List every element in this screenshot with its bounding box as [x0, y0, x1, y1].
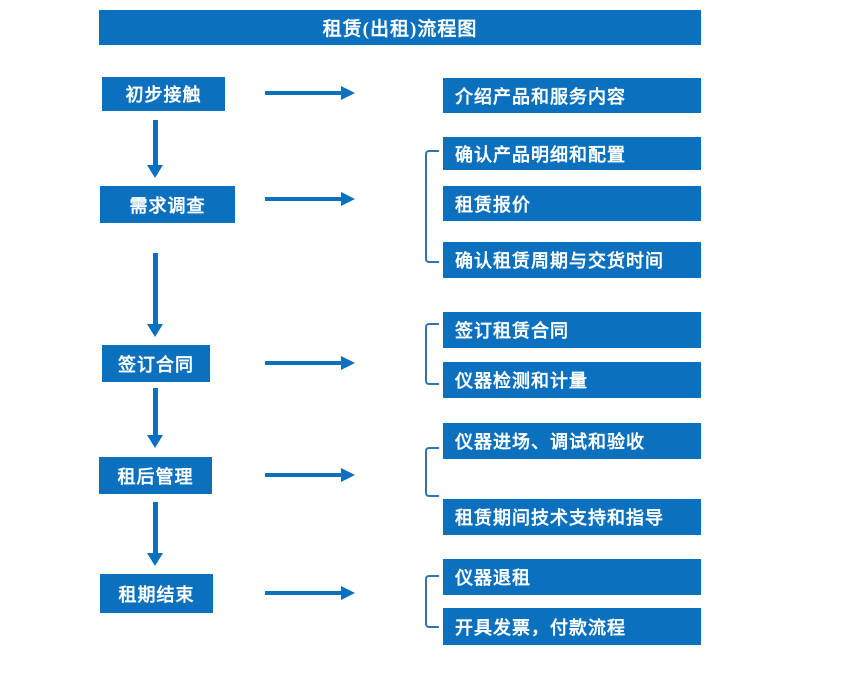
detail-box-step4-1: 仪器进场、调试和验收: [443, 423, 701, 459]
flow-arrow-right-4-icon: [265, 468, 355, 482]
detail-box-step2-1: 确认产品明细和配置: [443, 137, 701, 170]
detail-box-step5-1: 仪器退租: [443, 559, 701, 595]
detail-box-step1-1: 介绍产品和服务内容: [443, 78, 701, 113]
flow-arrow-right-1-icon: [265, 86, 355, 100]
detail-box-step4-2: 租赁期间技术支持和指导: [443, 499, 701, 535]
step-box-1: 初步接触: [102, 77, 225, 111]
group-bracket-step5-icon: [425, 575, 439, 628]
detail-box-step2-3: 确认租赁周期与交货时间: [443, 242, 701, 278]
detail-box-step3-1: 签订租赁合同: [443, 312, 701, 348]
flowchart-title: 租赁(出租)流程图: [99, 10, 701, 45]
flow-arrow-down-1-icon: [147, 120, 163, 178]
flow-arrow-down-3-icon: [147, 388, 163, 448]
flow-arrow-right-2-icon: [265, 192, 355, 206]
group-bracket-step4-icon: [425, 447, 439, 497]
flow-arrow-right-5-icon: [265, 586, 355, 600]
group-bracket-step3-icon: [425, 323, 439, 385]
step-box-3: 签订合同: [102, 345, 210, 382]
detail-box-step2-2: 租赁报价: [443, 186, 701, 221]
flow-arrow-down-4-icon: [147, 502, 163, 566]
flow-arrow-right-3-icon: [265, 356, 355, 370]
group-bracket-step2-icon: [425, 150, 439, 263]
step-box-4: 租后管理: [99, 457, 212, 494]
detail-box-step5-2: 开具发票，付款流程: [443, 608, 701, 645]
step-box-2: 需求调查: [100, 186, 235, 223]
detail-box-step3-2: 仪器检测和计量: [443, 362, 701, 398]
flow-arrow-down-2-icon: [147, 253, 163, 337]
step-box-5: 租期结束: [100, 574, 213, 613]
